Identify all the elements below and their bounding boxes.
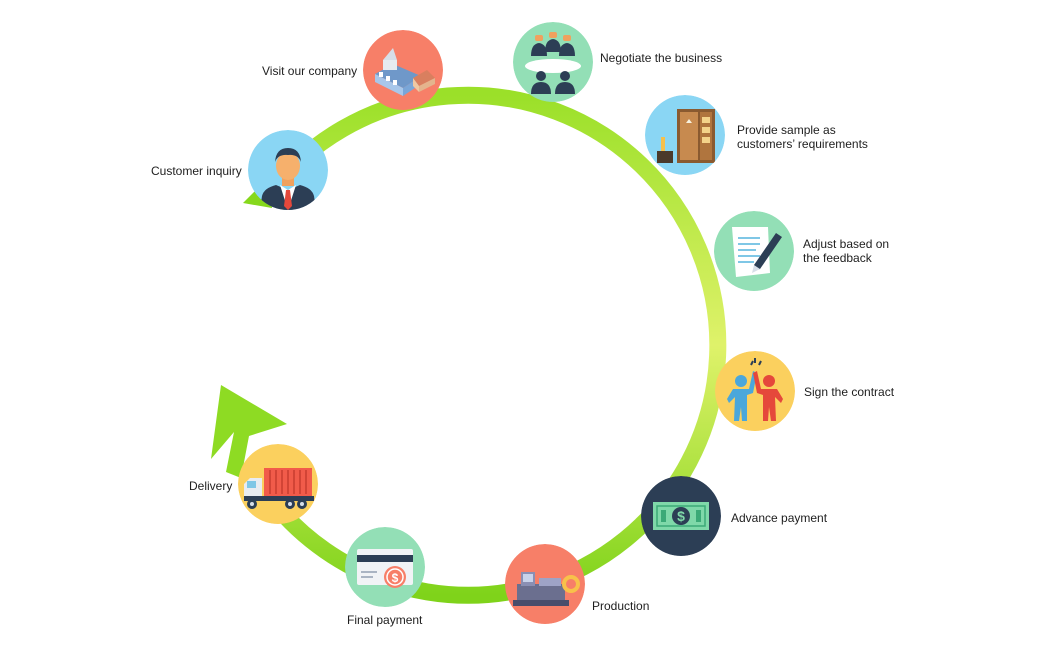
- cycle-arrowhead: [211, 385, 287, 478]
- step-label-negotiate-the-business: Negotiate the business: [600, 51, 723, 65]
- step-label-visit-our-company: Visit our company: [262, 64, 358, 78]
- step-label-final-payment: Final payment: [347, 613, 423, 627]
- businessman-icon: [248, 130, 328, 210]
- step-label-advance-payment: Advance payment: [731, 511, 828, 525]
- step-label-provide-sample: Provide sample as customers’ requirement…: [737, 123, 868, 151]
- step-label-sign-the-contract: Sign the contract: [804, 385, 895, 399]
- container-truck-icon: [238, 444, 318, 524]
- machine-icon: [505, 544, 585, 624]
- step-label-production: Production: [592, 599, 650, 613]
- step-label-customer-inquiry: Customer inquiry: [151, 164, 242, 178]
- cycle-arrow-band: [248, 86, 727, 604]
- step-label-adjust-based-on-feedback: Adjust based on the feedback: [803, 237, 890, 265]
- document-pen-icon: [714, 211, 794, 291]
- meeting-icon: [513, 22, 593, 102]
- high-five-icon: [715, 351, 795, 431]
- svg-text:$: $: [677, 508, 685, 524]
- svg-text:$: $: [392, 571, 399, 585]
- credit-card-icon: $: [345, 527, 425, 607]
- factory-icon: [363, 30, 443, 110]
- step-label-delivery: Delivery: [189, 479, 233, 493]
- dollar-bill-icon: $: [641, 476, 721, 556]
- wardrobe-icon: [645, 95, 725, 175]
